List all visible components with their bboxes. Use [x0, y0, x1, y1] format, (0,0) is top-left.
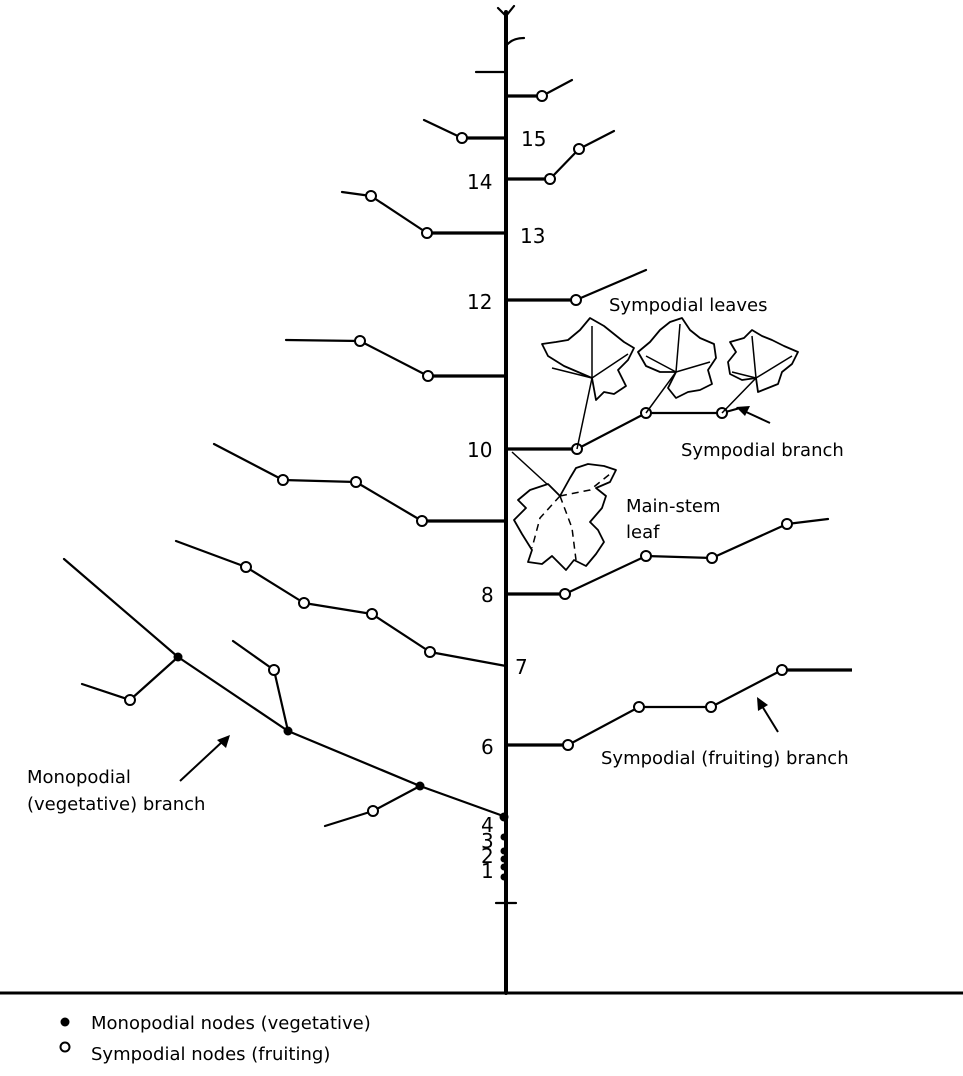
- arrow-sympodial-branch: [736, 406, 770, 423]
- legend: Monopodial nodes (vegetative) Sympodial …: [61, 1013, 371, 1065]
- node-number-4: 4: [481, 813, 494, 837]
- node-number-15: 15: [521, 127, 546, 151]
- node-number-13: 13: [520, 224, 545, 248]
- sympodial-branch-7: [176, 541, 506, 666]
- sympodial-branch-15: [424, 120, 506, 143]
- arrow-monopodial-branch: [180, 735, 230, 781]
- legend-sympodial-label: Sympodial nodes (fruiting): [91, 1044, 330, 1065]
- label-sympodial-fruiting-branch: Sympodial (fruiting) branch: [601, 748, 849, 769]
- label-sympodial-leaves: Sympodial leaves: [609, 295, 767, 316]
- node-number-8: 8: [481, 583, 494, 607]
- sympodial-leaves: [542, 318, 798, 449]
- legend-monopodial-marker: [61, 1018, 70, 1027]
- node-number-10: 10: [467, 438, 492, 462]
- sympodial-branch-13: [342, 191, 506, 238]
- sympodial-branch-9: [214, 444, 506, 526]
- arrow-sympodial-fruiting-branch: [757, 697, 778, 732]
- label-monopodial-line2: (vegetative) branch: [27, 794, 205, 815]
- sympodial-branch-11: [286, 336, 506, 381]
- annotation-labels: Sympodial leaves Sympodial branch Main-s…: [27, 295, 849, 815]
- node-number-7: 7: [515, 655, 528, 679]
- legend-monopodial-label: Monopodial nodes (vegetative): [91, 1013, 371, 1034]
- label-monopodial-line1: Monopodial: [27, 767, 131, 788]
- label-sympodial-branch: Sympodial branch: [681, 440, 844, 461]
- sympodial-branch-6: [506, 665, 852, 750]
- label-main-stem-line2: leaf: [626, 522, 660, 543]
- label-main-stem-line1: Main-stem: [626, 496, 721, 517]
- sympodial-branch-top: [476, 72, 572, 101]
- main-stem-leaf: [512, 452, 616, 570]
- legend-sympodial-marker: [61, 1043, 70, 1052]
- node-number-6: 6: [481, 735, 494, 759]
- node-number-12: 12: [467, 290, 492, 314]
- node-number-14: 14: [467, 170, 492, 194]
